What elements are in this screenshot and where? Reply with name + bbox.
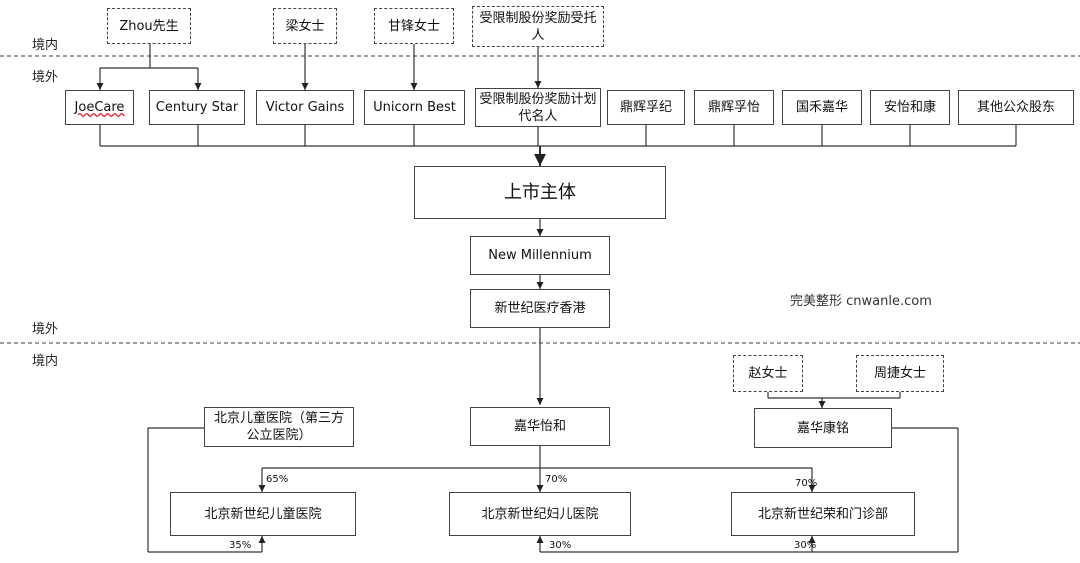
node-new-millennium: New Millennium	[470, 236, 610, 275]
node-dinghui-fuyi: 鼎辉孚怡	[694, 90, 774, 125]
pct-children-35: 35%	[229, 540, 252, 551]
node-victor-gains: Victor Gains	[256, 90, 354, 125]
node-nm-childrens-hospital: 北京新世纪儿童医院	[170, 492, 356, 536]
node-ms-zhou-jie: 周捷女士	[856, 355, 944, 392]
pct-children-65: 65%	[266, 474, 289, 485]
node-joecare: JoeCare	[65, 90, 134, 125]
node-unicorn-best: Unicorn Best	[364, 90, 465, 125]
watermark-text: 完美整形 cnwanle.com	[790, 294, 932, 309]
label-joecare: JoeCare	[74, 100, 125, 115]
pct-clinic-30: 30%	[794, 540, 817, 551]
node-century-star: Century Star	[149, 90, 245, 125]
pct-women-70: 70%	[545, 474, 568, 485]
node-beijing-childrens-hospital: 北京儿童医院（第三方公立医院）	[204, 407, 354, 447]
node-liang: 梁女士	[273, 8, 337, 44]
node-public-shareholders: 其他公众股东	[958, 90, 1074, 125]
pct-women-30: 30%	[549, 540, 572, 551]
node-anyi-hekang: 安怡和康	[870, 90, 950, 125]
node-zhou: Zhou先生	[107, 8, 191, 44]
region-label-overseas-bottom: 境外	[32, 322, 59, 337]
pct-clinic-70: 70%	[795, 478, 818, 489]
region-label-domestic-top: 境内	[32, 38, 59, 53]
node-ms-zhao: 赵女士	[733, 355, 803, 392]
node-listed-entity: 上市主体	[414, 166, 666, 219]
node-nm-women-children-hospital: 北京新世纪妇儿医院	[449, 492, 631, 536]
node-jiahua-yihe: 嘉华怡和	[470, 407, 610, 446]
node-hk-entity: 新世纪医疗香港	[470, 289, 610, 328]
node-dinghui-fuji: 鼎辉孚纪	[607, 90, 685, 125]
region-label-domestic-bottom: 境内	[32, 354, 59, 369]
region-label-overseas-top: 境外	[32, 70, 59, 85]
node-nm-clinic: 北京新世纪荣和门诊部	[731, 492, 915, 536]
node-trustee: 受限制股份奖励受托人	[472, 6, 604, 47]
node-gan: 甘锋女士	[374, 8, 454, 44]
node-nominee: 受限制股份奖励计划代名人	[475, 88, 601, 127]
node-guohe-jiahua: 国禾嘉华	[782, 90, 862, 125]
node-jiahua-kangming: 嘉华康铭	[754, 408, 892, 448]
